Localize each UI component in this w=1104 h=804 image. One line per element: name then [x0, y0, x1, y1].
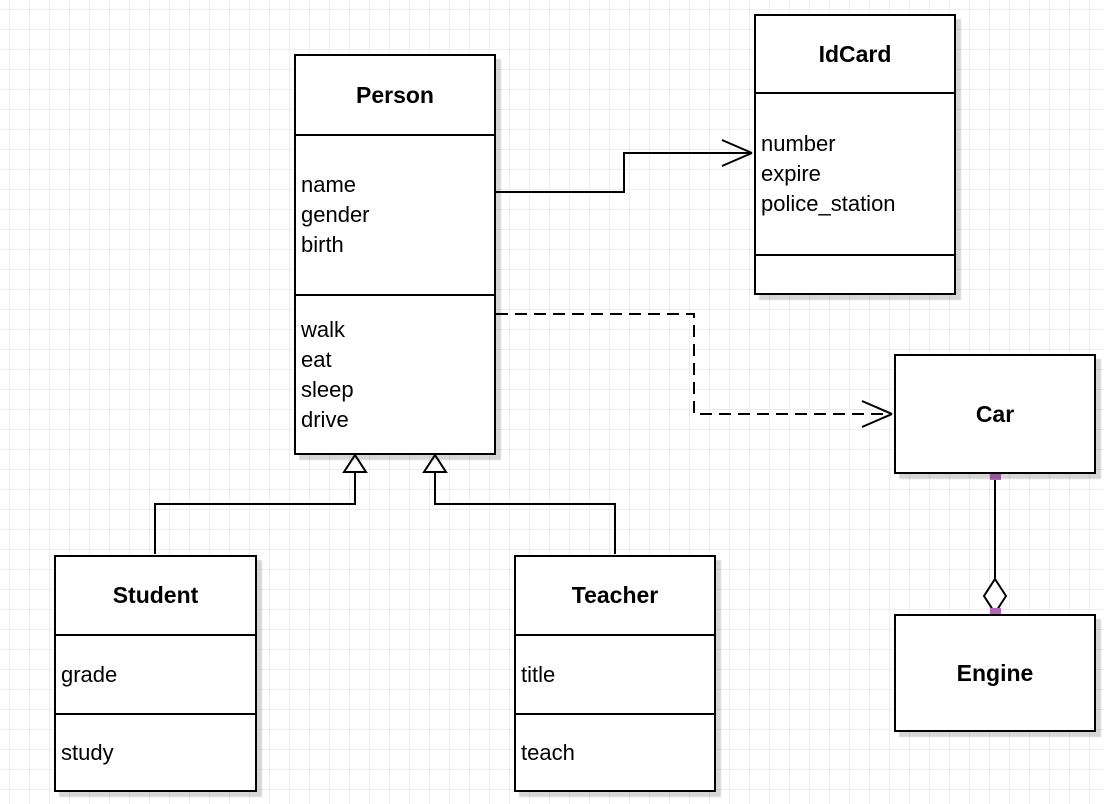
class-box-person[interactable]: Person name gender birth walk eat sleep … — [294, 54, 496, 455]
class-title: Car — [975, 400, 1015, 427]
attributes-compartment: title — [516, 634, 714, 713]
methods-compartment: study — [56, 713, 255, 790]
attributes-compartment: name gender birth — [296, 134, 494, 294]
class-box-car[interactable]: Car — [894, 354, 1096, 474]
class-box-idcard[interactable]: IdCard number expire police_station — [754, 14, 956, 295]
aggregation-diamond-icon — [982, 577, 1008, 615]
open-arrowhead-icon — [861, 400, 893, 428]
attribute: birth — [301, 232, 344, 257]
methods-compartment: teach — [516, 713, 714, 790]
method: walk — [301, 316, 346, 342]
method: drive — [301, 406, 349, 432]
method: teach — [521, 739, 575, 765]
edge-teacher-person[interactable] — [422, 453, 616, 554]
method: study — [61, 739, 114, 765]
generalization-triangle-icon — [342, 453, 368, 473]
attribute: gender — [301, 202, 370, 227]
attributes-compartment: grade — [56, 634, 255, 713]
open-arrowhead-icon — [721, 139, 753, 167]
edge-student-person[interactable] — [154, 453, 368, 554]
class-title: Engine — [956, 659, 1034, 686]
attributes-compartment: number expire police_station — [756, 92, 954, 254]
edge-person-idcard[interactable] — [496, 139, 753, 193]
class-title: IdCard — [818, 40, 892, 67]
method: sleep — [301, 376, 354, 402]
class-box-teacher[interactable]: Teacher title teach — [514, 555, 716, 792]
class-box-engine[interactable]: Engine — [894, 614, 1096, 732]
edge-teacher-person-line[interactable] — [434, 472, 616, 554]
method: eat — [301, 346, 332, 372]
attribute: police_station — [761, 191, 896, 216]
attribute: grade — [61, 661, 118, 687]
methods-compartment — [756, 254, 954, 293]
attribute: expire — [761, 161, 821, 186]
class-title: Teacher — [571, 582, 659, 608]
attribute: name — [301, 172, 357, 197]
class-title: Student — [112, 582, 199, 608]
edge-person-car[interactable] — [496, 313, 893, 428]
edge-person-car-line[interactable] — [496, 313, 888, 415]
class-title: Person — [356, 81, 434, 108]
edge-car-engine[interactable] — [982, 469, 1008, 619]
attribute: number — [761, 131, 836, 156]
generalization-triangle-icon — [422, 453, 448, 473]
edge-person-idcard-line[interactable] — [496, 152, 750, 193]
methods-compartment: walk eat sleep drive — [296, 294, 494, 453]
edge-student-person-line[interactable] — [154, 472, 356, 554]
class-box-student[interactable]: Student grade study — [54, 555, 257, 792]
attribute: title — [521, 661, 556, 687]
